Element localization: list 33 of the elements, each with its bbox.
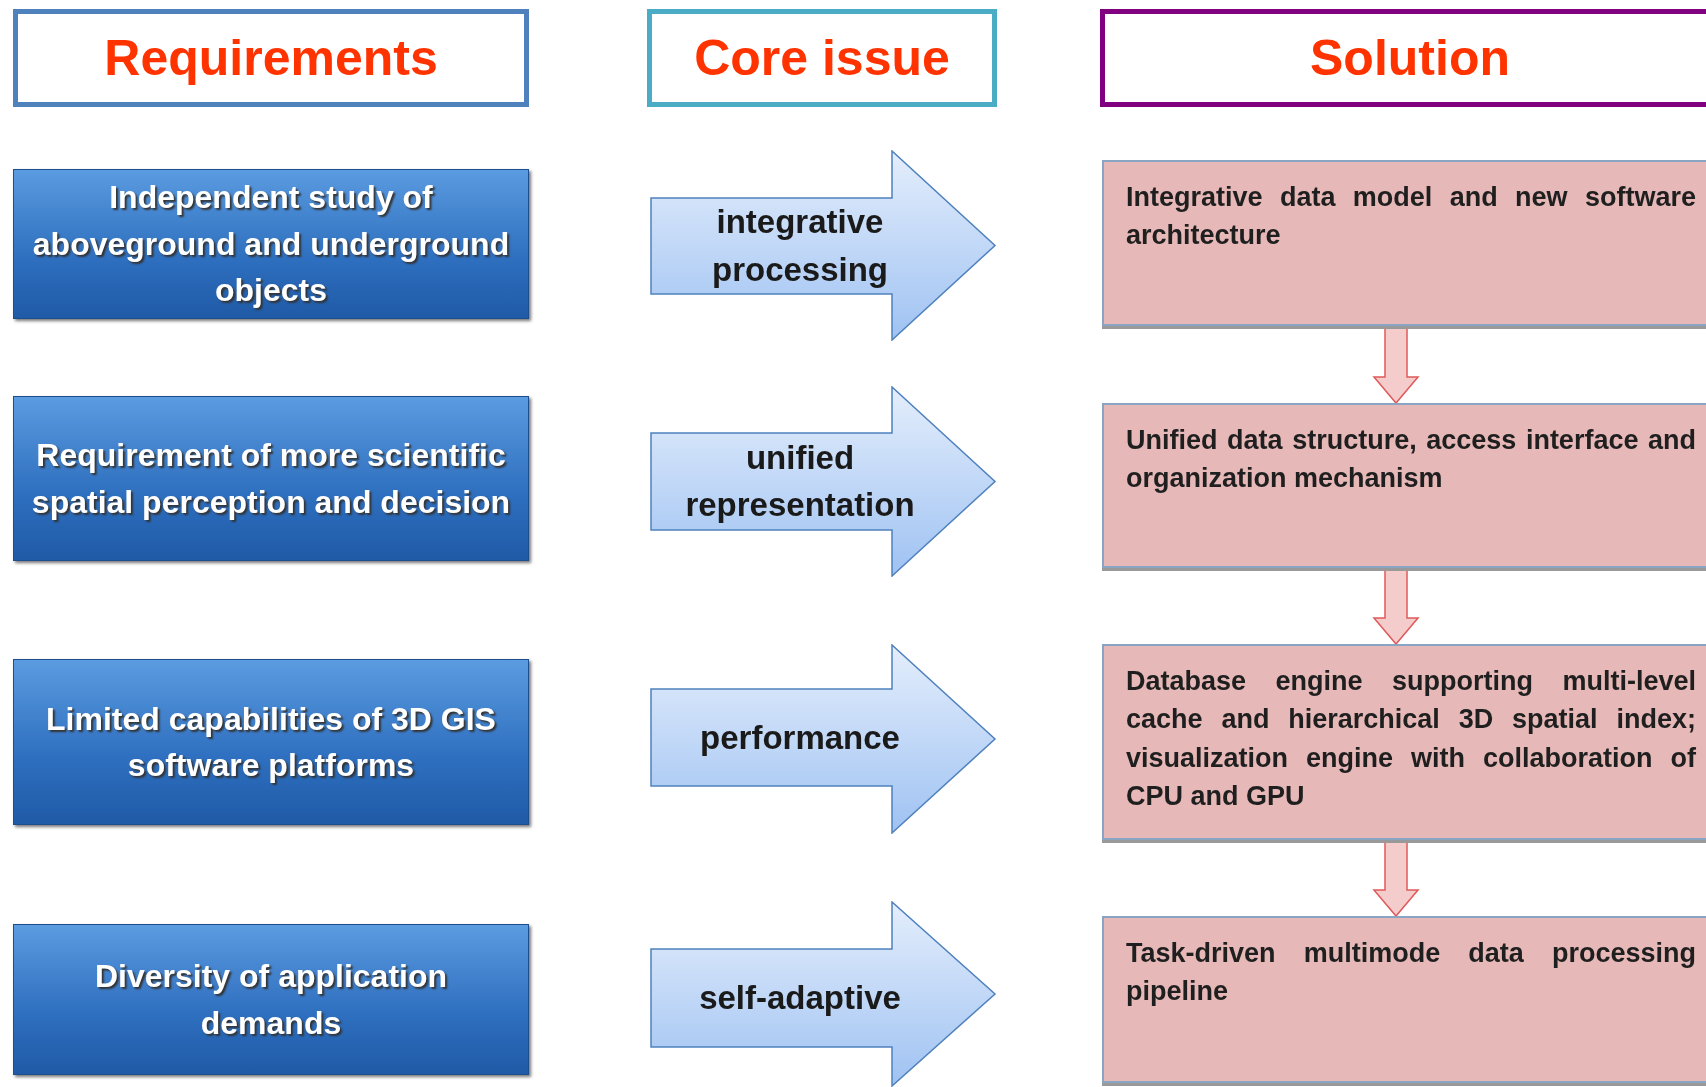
down-arrow: [1372, 569, 1420, 646]
heading-text: Core issue: [694, 29, 950, 87]
box-text: Integrative data model and new software architecture: [1126, 181, 1696, 253]
box-text: Unified data structure, access interface and organization mechanism: [1126, 424, 1696, 496]
box-text: Diversity of application demands: [93, 957, 449, 1043]
arrow-shaped-box: [650, 901, 997, 1087]
box-text: Limited capabilities of 3D GIS software platforms: [45, 699, 497, 785]
column-heading: [13, 9, 529, 107]
solution-box: [1102, 160, 1706, 326]
heading-text: Requirements: [104, 29, 438, 87]
requirement-box: [13, 396, 529, 561]
column-heading: [647, 9, 997, 107]
arrow-shaped-box: [650, 150, 997, 341]
arrow-shaped-box: [650, 644, 997, 834]
requirement-box: [13, 169, 529, 319]
arrow-label: unified representation: [684, 437, 916, 526]
solution-box: [1102, 644, 1706, 840]
solution-box: [1102, 403, 1706, 568]
down-arrow: [1372, 841, 1420, 918]
down-arrow: [1372, 327, 1420, 405]
arrow-label: self-adaptive: [698, 978, 902, 1019]
solution-box: [1102, 916, 1706, 1083]
arrow-shaped-box: [650, 386, 997, 577]
arrow-label: integrative processing: [710, 202, 890, 290]
heading-text: Solution: [1310, 29, 1510, 87]
box-text: Database engine supporting multi-level cache and hierarchical 3D spatial index; visualization engine with collaboration of CPU and GPU: [1126, 665, 1696, 813]
requirement-box: [13, 659, 529, 825]
box-text: Requirement of more scientific spatial perception and decision: [30, 436, 512, 522]
column-heading: [1100, 9, 1706, 107]
arrow-label: performance: [699, 717, 901, 758]
box-text: Task-driven multimode data processing pipeline: [1126, 937, 1696, 1009]
requirement-box: [13, 924, 529, 1075]
box-text: Independent study of aboveground and underground objects: [31, 178, 511, 311]
